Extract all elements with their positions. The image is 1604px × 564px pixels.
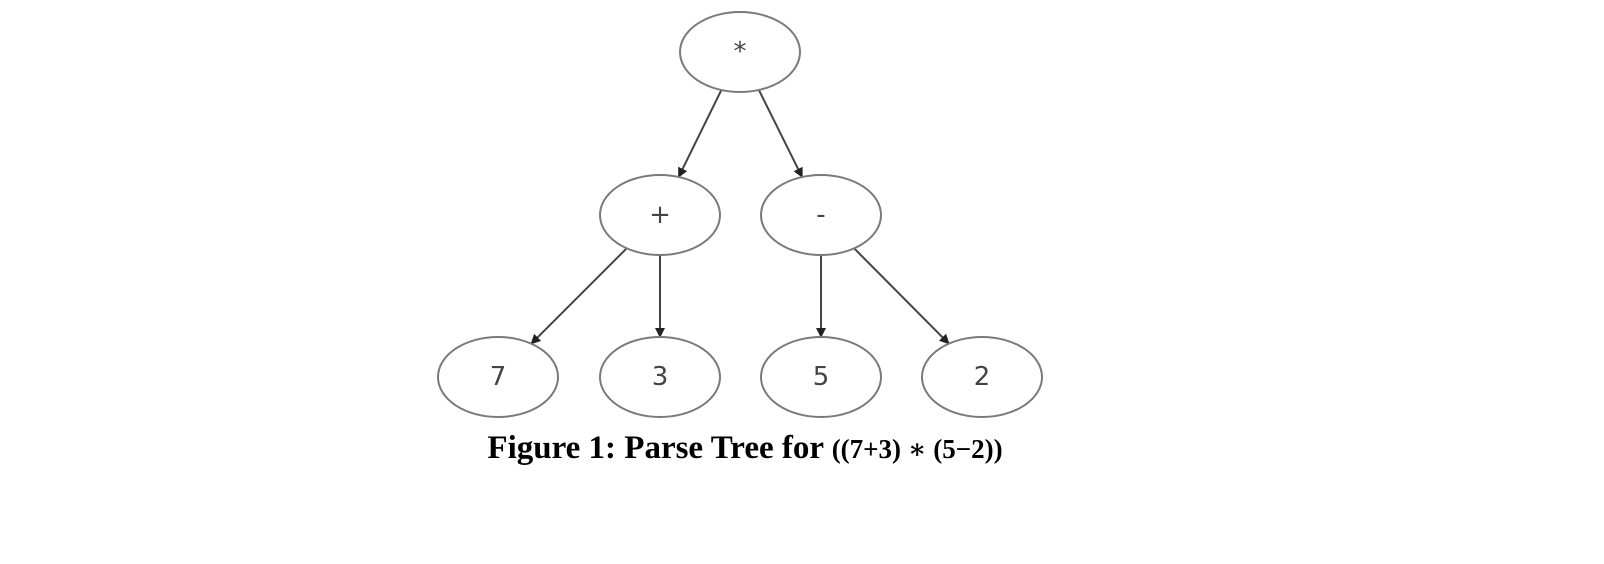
- node-ellipse-root: [679, 11, 801, 93]
- node-label-plus: +: [649, 200, 671, 230]
- edge-plus-to-leaf7: [530, 247, 628, 345]
- edge-minus-to-leaf2: [853, 247, 950, 345]
- node-ellipse-plus: [599, 174, 721, 256]
- node-label-leaf5: 5: [813, 362, 830, 392]
- node-label-leaf7: 7: [490, 362, 507, 392]
- node-label-leaf3: 3: [652, 362, 669, 392]
- edge-root-to-plus: [677, 89, 723, 178]
- tree-node-leaf2: 2: [921, 336, 1043, 418]
- node-ellipse-leaf5: [760, 336, 882, 418]
- node-ellipse-leaf7: [437, 336, 559, 418]
- node-ellipse-leaf3: [599, 336, 721, 418]
- node-ellipse-minus: [760, 174, 882, 256]
- nodes-layer: * + - 7 3 5 2: [437, 11, 1043, 418]
- edge-root-to-minus: [757, 89, 804, 178]
- tree-node-leaf3: 3: [599, 336, 721, 418]
- node-ellipse-leaf2: [921, 336, 1043, 418]
- edges-layer: [530, 89, 950, 345]
- tree-node-leaf7: 7: [437, 336, 559, 418]
- node-label-leaf2: 2: [974, 362, 991, 392]
- tree-node-root: *: [679, 11, 801, 93]
- caption-expression: ((7+3) ∗ (5−2)): [831, 434, 1003, 464]
- tree-node-plus: +: [599, 174, 721, 256]
- caption-prefix: Figure 1: Parse Tree for: [487, 430, 832, 466]
- tree-node-minus: -: [760, 174, 882, 256]
- node-label-root: *: [734, 37, 747, 67]
- tree-node-leaf5: 5: [760, 336, 882, 418]
- figure-caption: Figure 1: Parse Tree for ((7+3) ∗ (5−2)): [0, 430, 1490, 467]
- node-label-minus: -: [816, 200, 825, 230]
